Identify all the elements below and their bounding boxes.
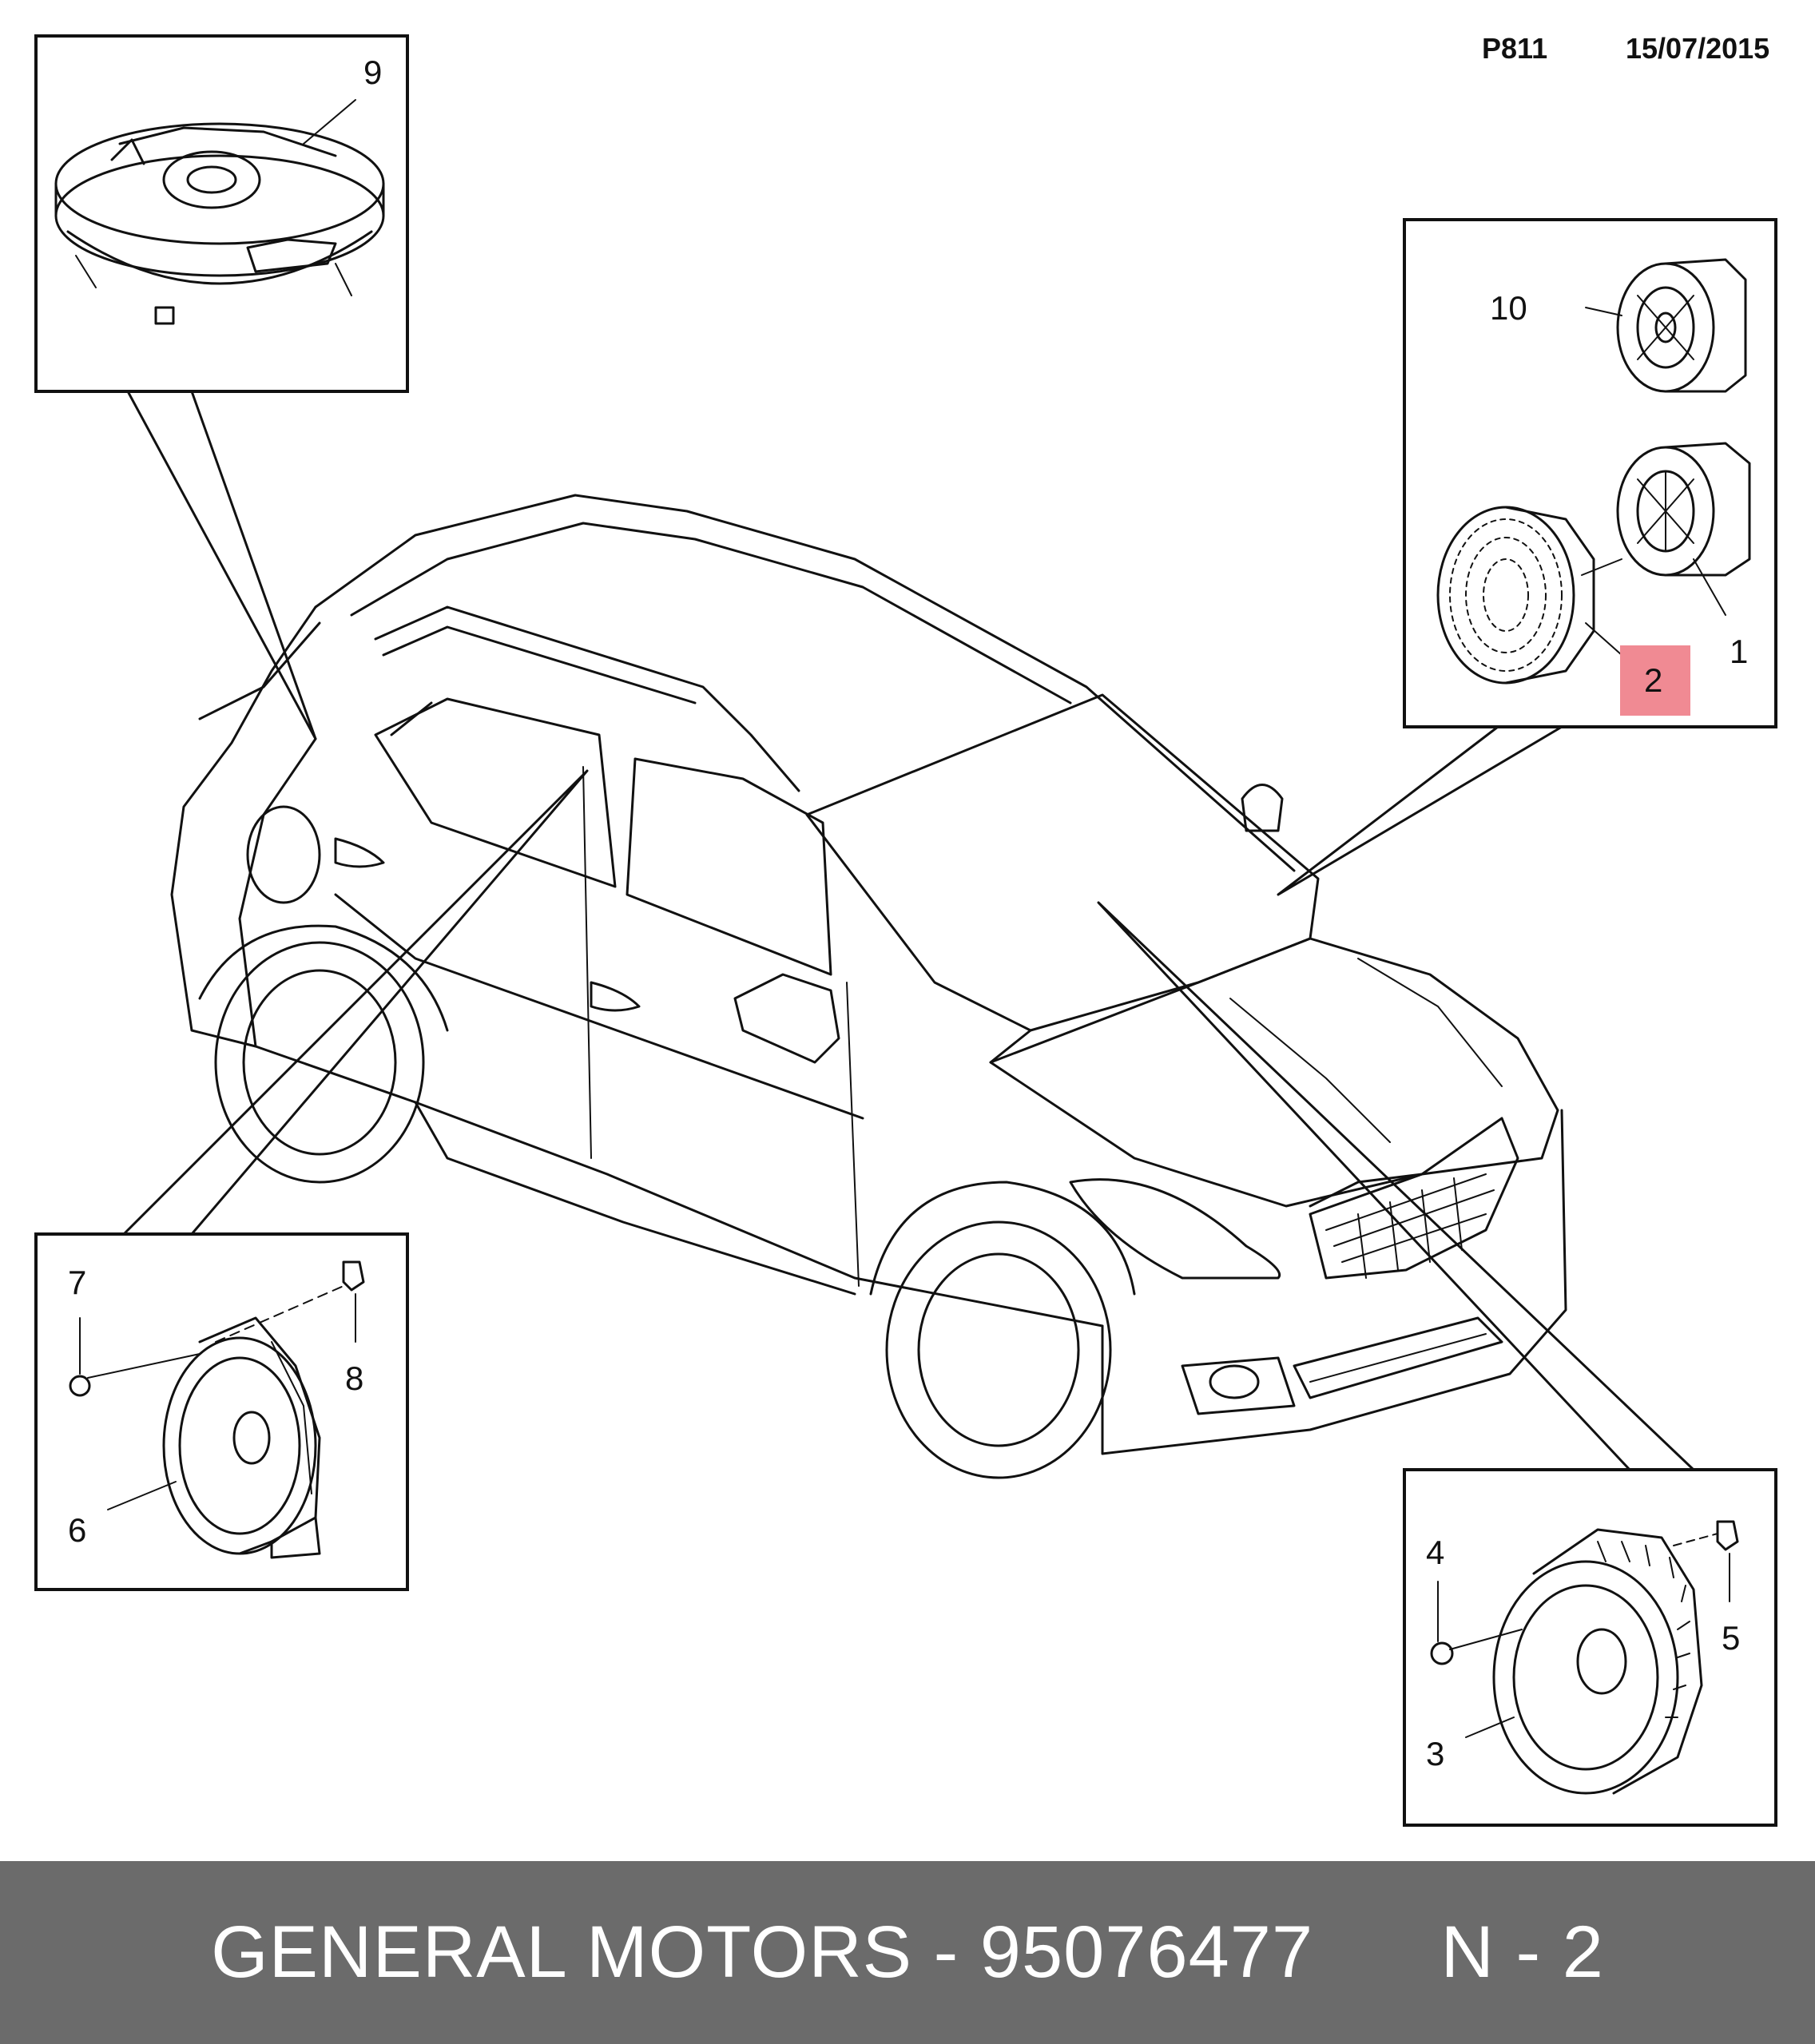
speaker-10-illustration <box>1616 258 1747 393</box>
callout-label-1: 1 <box>1730 633 1748 670</box>
parts-diagram: 9 10 1 2 7 8 <box>34 34 1777 1827</box>
car-illustration <box>170 494 1567 1479</box>
footer-brand: GENERAL MOTORS - 95076477 <box>211 1911 1314 1993</box>
speaker-3-illustration <box>1492 1528 1703 1795</box>
callout-label-5: 5 <box>1722 1619 1740 1657</box>
callout-label-3: 3 <box>1426 1735 1444 1772</box>
callout-label-10: 10 <box>1490 289 1527 327</box>
callout-box-tweeter <box>1403 218 1777 728</box>
callout-label-2: 2 <box>1644 661 1662 699</box>
speaker-6-illustration <box>162 1316 321 1559</box>
callout-label-8: 8 <box>345 1359 363 1397</box>
callout-label-9: 9 <box>363 54 382 91</box>
footer-bar: GENERAL MOTORS - 95076477 N - 2 <box>0 1861 1815 2044</box>
callout-box-rear-speaker <box>34 34 409 393</box>
grille-2-illustration <box>1436 506 1622 685</box>
callout-box-front-speaker <box>1403 1468 1777 1827</box>
callout-label-4: 4 <box>1426 1534 1444 1571</box>
page-code: P811 <box>1482 32 1548 65</box>
diagram-date: 15/07/2015 <box>1626 32 1770 65</box>
callout-label-7: 7 <box>68 1264 86 1301</box>
callout-label-6: 6 <box>68 1511 86 1549</box>
callout-box-front-door-speaker <box>34 1232 409 1591</box>
callout-highlight-2 <box>1620 645 1690 716</box>
speaker-1-illustration <box>1616 442 1751 577</box>
footer-code: N - 2 <box>1440 1911 1604 1993</box>
speaker-9-illustration <box>54 122 385 325</box>
